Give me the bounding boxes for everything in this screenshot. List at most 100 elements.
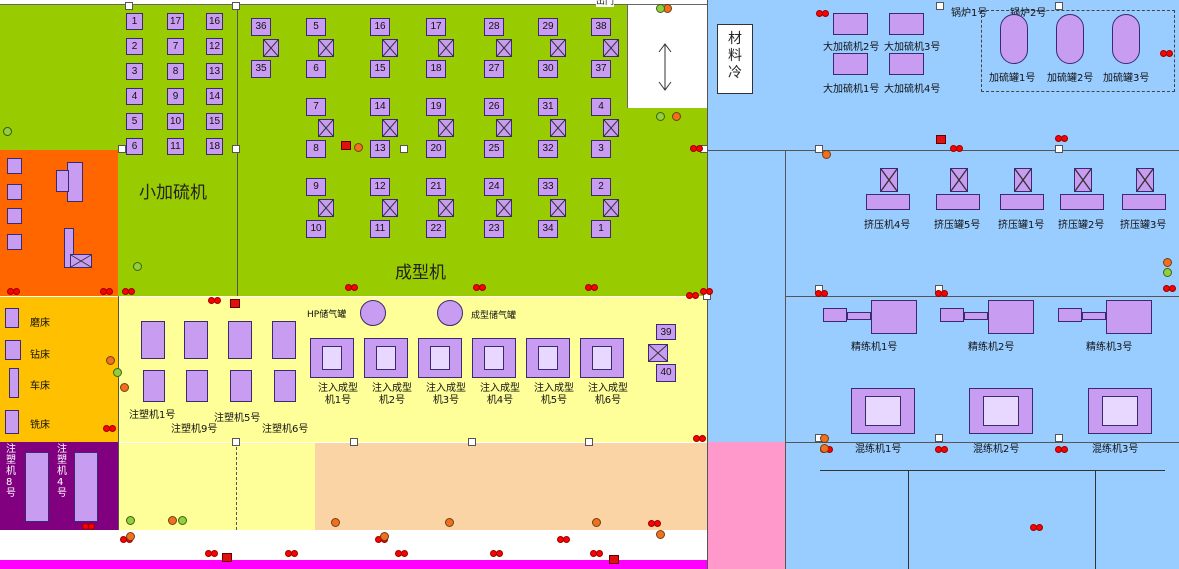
zone-molding-right bbox=[627, 108, 707, 296]
molding-machine-cross bbox=[603, 199, 619, 217]
molding-machine-cross bbox=[550, 119, 566, 137]
alarm-indicator-icon bbox=[1163, 258, 1172, 267]
lathe-label: 车床 bbox=[30, 381, 50, 392]
molding-machine-7: 7 bbox=[306, 98, 326, 116]
vulc-tank-2-label: 加硫罐2号 bbox=[1047, 73, 1094, 84]
injection-machine-label: 注塑机6号 bbox=[262, 424, 309, 435]
small-vulcanizer-14: 14 bbox=[206, 88, 223, 105]
molding-machine-23: 23 bbox=[484, 220, 504, 238]
ok-indicator-icon bbox=[3, 127, 12, 136]
zone-small-vulcanizer-lower bbox=[118, 150, 237, 296]
molding-machine-cross bbox=[438, 199, 454, 217]
refiner-body bbox=[1106, 300, 1152, 334]
wall bbox=[118, 296, 119, 530]
alarm-indicator-icon bbox=[380, 532, 389, 541]
vulc-tank-3 bbox=[1112, 14, 1140, 64]
wall-node bbox=[815, 145, 823, 153]
molding-machine-13: 13 bbox=[370, 140, 390, 158]
molding-machine-18: 18 bbox=[426, 60, 446, 78]
wall bbox=[785, 150, 786, 569]
equipment-block bbox=[7, 184, 22, 200]
red-status-dot bbox=[941, 290, 948, 297]
molding-machine-14: 14 bbox=[370, 98, 390, 116]
wall-node bbox=[1055, 145, 1063, 153]
molding-label: 成型机 bbox=[395, 263, 446, 283]
molding-machine-31: 31 bbox=[538, 98, 558, 116]
red-status-dot bbox=[351, 284, 358, 291]
zone-bottom-white bbox=[0, 530, 707, 560]
refiner-body bbox=[871, 300, 917, 334]
material-cold-room: 材 料 冷 bbox=[717, 24, 753, 94]
small-vulcanizer-8: 8 bbox=[167, 63, 184, 80]
injection-machine-base bbox=[274, 370, 296, 402]
extruder-label: 挤压罐1号 bbox=[998, 220, 1045, 231]
mixer-label: 混练机3号 bbox=[1092, 444, 1139, 455]
big-vulcanizer-2-label: 大加硫机2号 bbox=[823, 42, 880, 53]
ok-indicator-icon bbox=[113, 368, 122, 377]
small-vulcanizer-7: 7 bbox=[167, 38, 184, 55]
molding-machine-cross bbox=[496, 39, 512, 57]
small-vulcanizer-3: 3 bbox=[126, 63, 143, 80]
equipment-block bbox=[70, 254, 92, 268]
small-vulcanizer-16: 16 bbox=[206, 13, 223, 30]
small-vulcanizer-4: 4 bbox=[126, 88, 143, 105]
red-status-dot bbox=[109, 425, 116, 432]
small-vulcanizer-17: 17 bbox=[167, 13, 184, 30]
molding-machine-cross bbox=[496, 119, 512, 137]
lathe-icon bbox=[9, 368, 19, 398]
molding-machine-cross bbox=[382, 39, 398, 57]
red-flag bbox=[341, 141, 351, 150]
red-status-dot bbox=[1166, 50, 1173, 57]
small-vulcanizer-11: 11 bbox=[167, 138, 184, 155]
molding-machine-cross bbox=[438, 39, 454, 57]
red-status-dot bbox=[106, 288, 113, 295]
molding-machine-cross bbox=[550, 39, 566, 57]
wall-node bbox=[232, 438, 240, 446]
wall-node bbox=[350, 438, 358, 446]
wall-node bbox=[468, 438, 476, 446]
molding-machine-11: 11 bbox=[370, 220, 390, 238]
molding-machine-15: 15 bbox=[370, 60, 390, 78]
wall-node bbox=[1055, 2, 1063, 10]
refiner-label: 精练机2号 bbox=[968, 342, 1015, 353]
wall-node bbox=[400, 145, 408, 153]
mixer-inner bbox=[1102, 396, 1138, 426]
molding-machine-19: 19 bbox=[426, 98, 446, 116]
alarm-indicator-icon bbox=[656, 530, 665, 539]
extruder-head bbox=[1074, 168, 1092, 192]
mixer-label: 混练机1号 bbox=[855, 444, 902, 455]
molding-tank bbox=[437, 300, 463, 326]
extruder-body bbox=[1060, 194, 1104, 210]
extruder-head bbox=[880, 168, 898, 192]
red-status-dot bbox=[654, 520, 661, 527]
red-status-dot bbox=[699, 435, 706, 442]
injection-molding-label: 注入成型机6号 bbox=[588, 383, 628, 406]
equipment-block bbox=[7, 208, 22, 224]
small-vulcanizer-2: 2 bbox=[126, 38, 143, 55]
extruder-head bbox=[1136, 168, 1154, 192]
wall-node bbox=[232, 145, 240, 153]
wall-node bbox=[936, 2, 944, 10]
injection-machine-base bbox=[230, 370, 252, 402]
refiner-label: 精练机1号 bbox=[851, 342, 898, 353]
red-status-dot bbox=[696, 145, 703, 152]
injection-molding-inner bbox=[322, 346, 342, 370]
red-flag bbox=[222, 553, 232, 562]
molding-machine-cross bbox=[603, 39, 619, 57]
injection-machine-body bbox=[141, 321, 165, 359]
alarm-indicator-icon bbox=[820, 444, 829, 453]
molding-machine-cross bbox=[496, 199, 512, 217]
molding-machine-27: 27 bbox=[484, 60, 504, 78]
extruder-body bbox=[1122, 194, 1166, 210]
zone-bottom-strip bbox=[0, 560, 707, 569]
boiler-2-label: 锅炉2号 bbox=[1010, 8, 1047, 19]
molding-machine-cross bbox=[382, 199, 398, 217]
wall bbox=[785, 296, 1179, 297]
vulc-tank-1 bbox=[1000, 14, 1028, 64]
machine-cross bbox=[648, 344, 668, 362]
red-flag bbox=[230, 299, 240, 308]
ok-indicator-icon bbox=[178, 516, 187, 525]
ok-indicator-icon bbox=[126, 516, 135, 525]
molding-machine-4: 4 bbox=[591, 98, 611, 116]
injection-machine-body bbox=[272, 321, 296, 359]
